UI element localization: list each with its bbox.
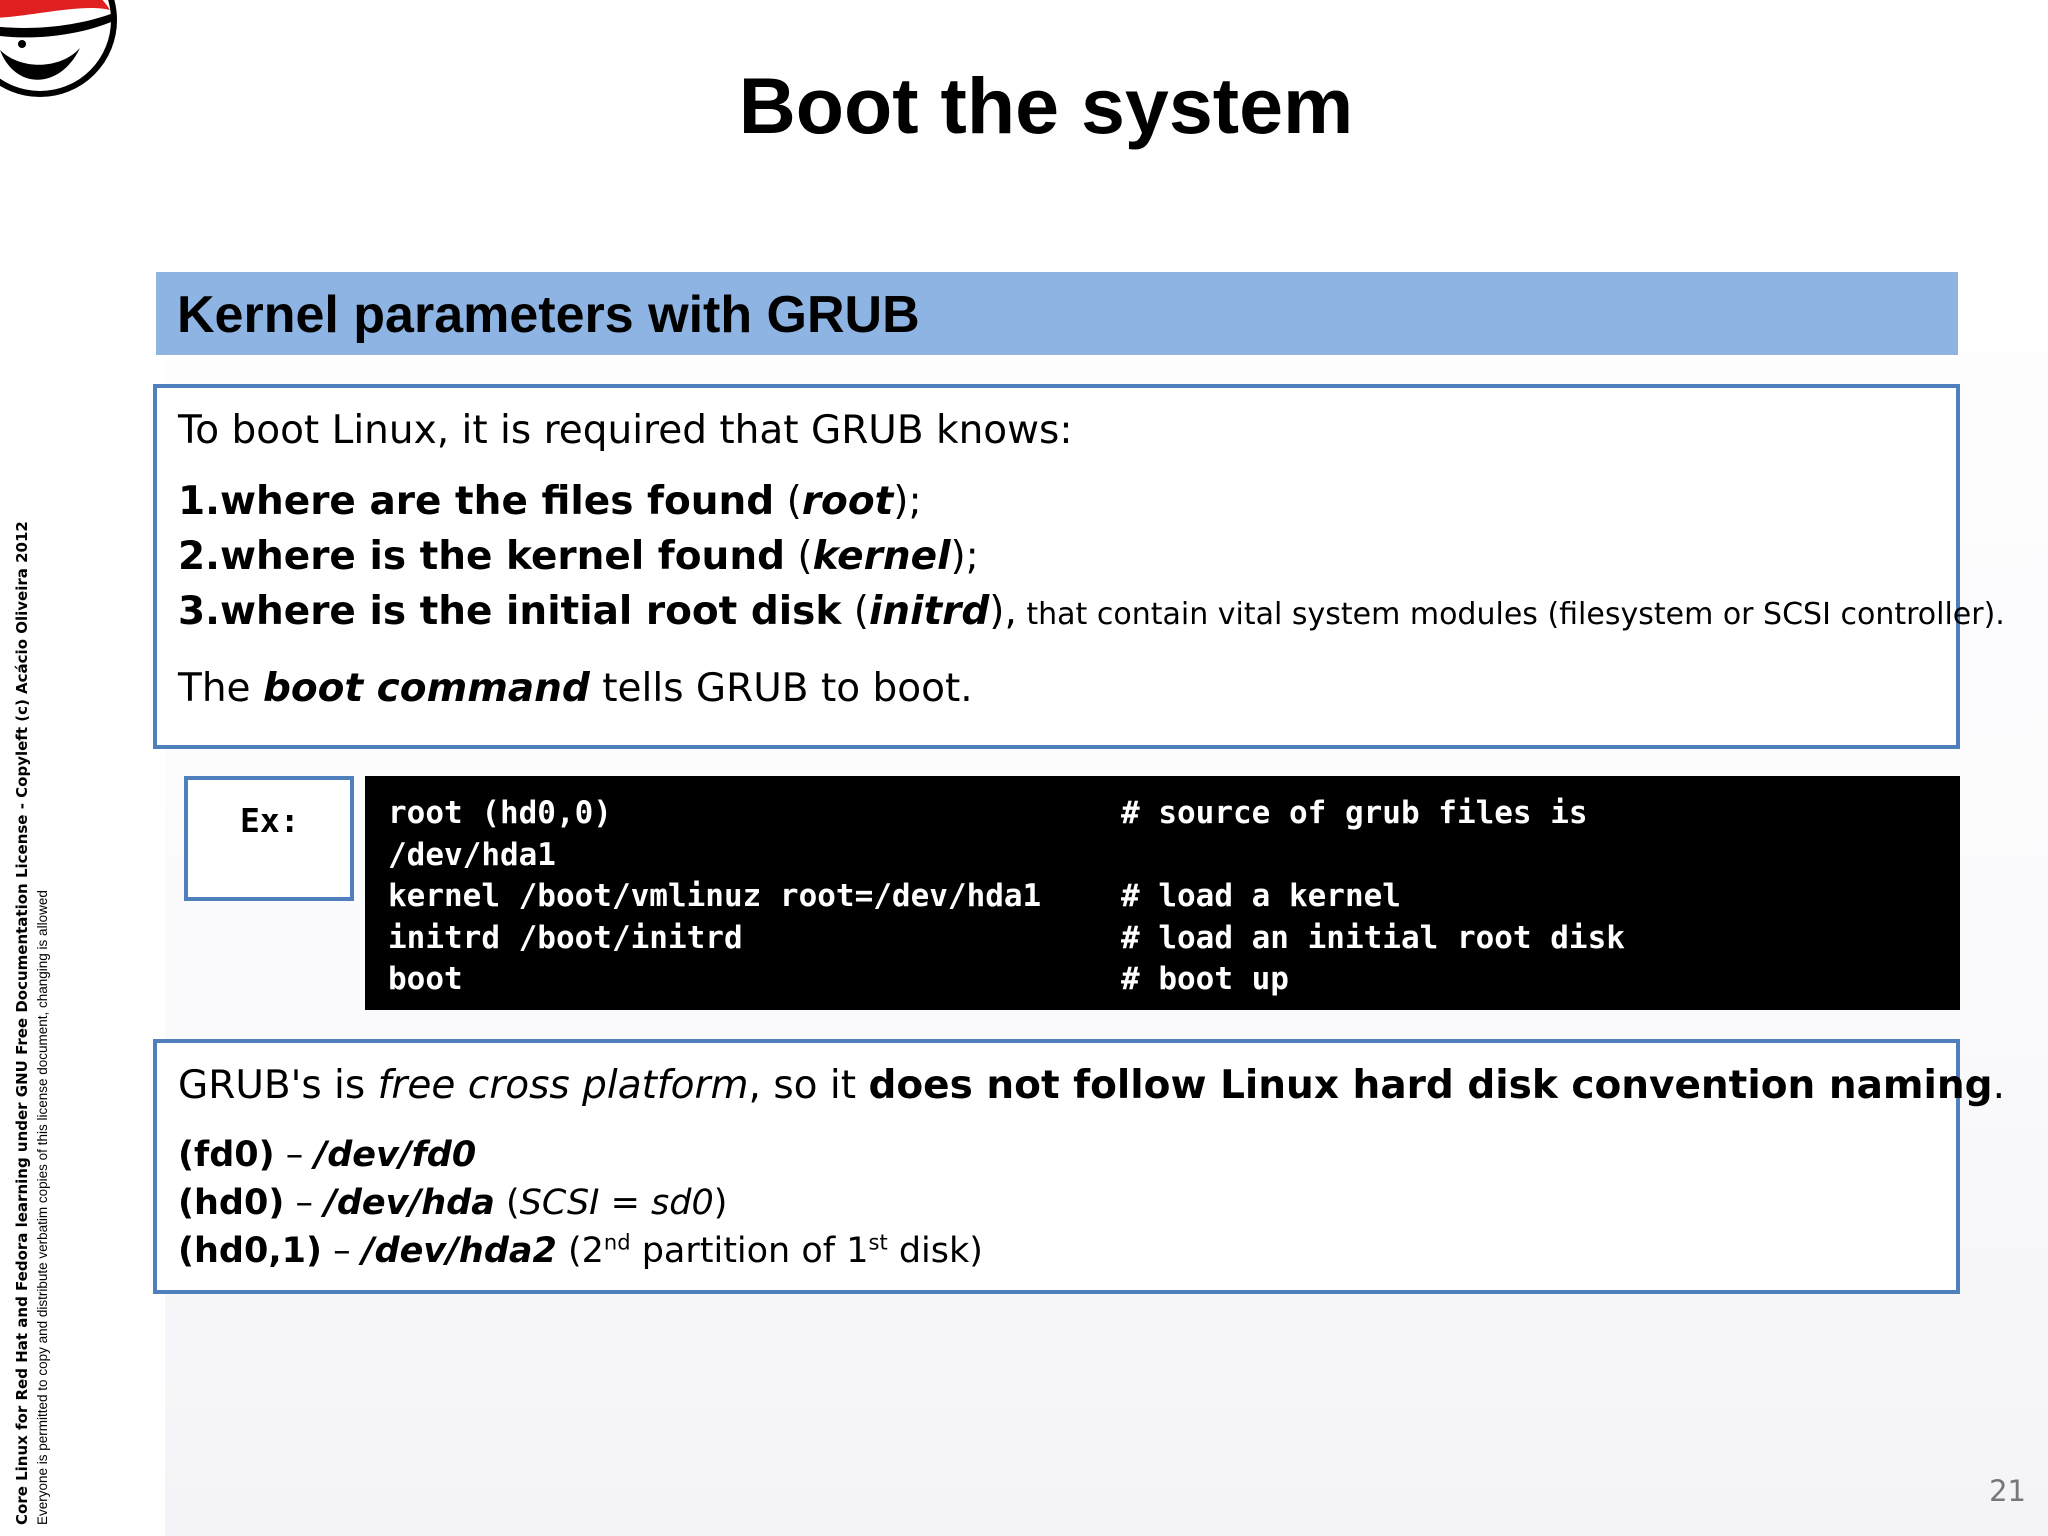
boot-pre: The bbox=[178, 666, 263, 711]
example-label: Ex: bbox=[240, 801, 300, 840]
device-path: /dev/hda bbox=[324, 1183, 495, 1223]
item-text: where is the initial root disk bbox=[219, 589, 842, 634]
naming-bold: does not follow Linux hard disk conventi… bbox=[868, 1063, 1993, 1108]
slide-background bbox=[165, 0, 2048, 1536]
device-note: ( bbox=[494, 1183, 520, 1223]
device-row: (fd0) – /dev/fd0 bbox=[178, 1131, 1956, 1179]
boot-post: tells GRUB to boot. bbox=[589, 666, 973, 711]
naming-box: GRUB's is free cross platform, so it doe… bbox=[153, 1039, 2005, 1294]
item-number: 1. bbox=[178, 479, 220, 524]
device-row: (hd0) – /dev/hda (SCSI = sd0) bbox=[178, 1179, 1956, 1227]
item-note: that contain vital system modules (files… bbox=[1016, 597, 2005, 632]
requirement-item: 2.where is the kernel found (kernel); bbox=[178, 529, 1956, 584]
code-command: /dev/hda1 bbox=[388, 836, 556, 873]
naming-italic: free cross platform bbox=[377, 1063, 749, 1108]
requirements-box: To boot Linux, it is required that GRUB … bbox=[153, 384, 2005, 749]
device-dash: – bbox=[284, 1183, 325, 1223]
item-term: root bbox=[801, 479, 894, 524]
code-command: root (hd0,0) bbox=[388, 795, 612, 831]
license-line: Core Linux for Red Hat and Fedora learni… bbox=[13, 521, 31, 1525]
boot-command-sentence: The boot command tells GRUB to boot. bbox=[178, 664, 1956, 714]
section-heading: Kernel parameters with GRUB bbox=[177, 286, 920, 344]
code-line: initrd /boot/initrd # load an initial ro… bbox=[388, 918, 1960, 960]
section-header-bar: Kernel parameters with GRUB bbox=[156, 272, 1958, 355]
item-paren: ), bbox=[989, 589, 1017, 634]
naming-end: . bbox=[1992, 1063, 2006, 1108]
code-line: root (hd0,0) # source of grub files is bbox=[388, 793, 1960, 835]
device-note-italic: SCSI = sd0 bbox=[519, 1183, 714, 1223]
item-paren: ( bbox=[774, 479, 802, 524]
code-command: initrd /boot/initrd bbox=[388, 919, 743, 956]
item-term: kernel bbox=[812, 534, 951, 579]
code-block: root (hd0,0) # source of grub files is /… bbox=[365, 776, 1960, 1010]
item-term: initrd bbox=[868, 589, 990, 634]
naming-mid: , so it bbox=[748, 1063, 869, 1108]
permission-line: Everyone is permitted to copy and distri… bbox=[35, 890, 50, 1525]
ordinal-suffix: nd bbox=[603, 1230, 631, 1255]
device-id: (hd0) bbox=[178, 1183, 285, 1223]
ordinal-suffix: st bbox=[868, 1230, 888, 1255]
naming-pre: GRUB's is bbox=[178, 1063, 378, 1108]
device-path: /dev/fd0 bbox=[314, 1135, 477, 1175]
boot-term: boot command bbox=[262, 666, 590, 711]
device-id: (hd0,1) bbox=[178, 1231, 322, 1271]
item-paren: ); bbox=[893, 479, 922, 524]
requirement-item: 1.where are the files found (root); bbox=[178, 474, 1956, 529]
code-line: kernel /boot/vmlinuz root=/dev/hda1 # lo… bbox=[388, 876, 1960, 918]
device-note: (2 bbox=[556, 1231, 604, 1271]
device-note: partition of 1 bbox=[630, 1231, 869, 1271]
code-comment: # boot up bbox=[1121, 961, 1289, 997]
requirements-intro: To boot Linux, it is required that GRUB … bbox=[178, 408, 1073, 453]
license-sidebar: Core Linux for Red Hat and Fedora learni… bbox=[12, 521, 72, 1525]
device-id: (fd0) bbox=[178, 1135, 275, 1175]
example-label-box: Ex: bbox=[184, 776, 354, 901]
item-text: where is the kernel found bbox=[219, 534, 785, 579]
page-number: 21 bbox=[1989, 1474, 2026, 1508]
item-text: where are the files found bbox=[219, 479, 775, 524]
code-comment: # load a kernel bbox=[1121, 878, 1401, 914]
naming-sentence: GRUB's is free cross platform, so it doe… bbox=[178, 1061, 2005, 1111]
page-title: Boot the system bbox=[738, 61, 1354, 150]
code-comment: # load an initial root disk bbox=[1121, 919, 1625, 956]
device-dash: – bbox=[321, 1231, 362, 1271]
item-paren: ( bbox=[785, 534, 813, 579]
item-paren: ); bbox=[950, 534, 979, 579]
item-number: 2. bbox=[178, 534, 220, 579]
code-line: boot # boot up bbox=[388, 959, 1960, 1001]
code-line: /dev/hda1 bbox=[388, 835, 1960, 877]
requirement-item: 3.where is the initial root disk (initrd… bbox=[178, 584, 2005, 642]
device-note: ) bbox=[713, 1183, 728, 1223]
code-command: boot bbox=[388, 961, 463, 997]
item-number: 3. bbox=[178, 589, 220, 634]
redhat-logo-icon bbox=[0, 0, 117, 97]
device-path: /dev/hda2 bbox=[361, 1231, 557, 1271]
code-comment: # source of grub files is bbox=[1121, 795, 1588, 831]
code-command: kernel /boot/vmlinuz root=/dev/hda1 bbox=[388, 878, 1042, 914]
device-dash: – bbox=[274, 1135, 315, 1175]
device-row: (hd0,1) – /dev/hda2 (2nd partition of 1s… bbox=[178, 1227, 1956, 1275]
device-note: disk) bbox=[887, 1231, 983, 1271]
item-paren: ( bbox=[841, 589, 869, 634]
